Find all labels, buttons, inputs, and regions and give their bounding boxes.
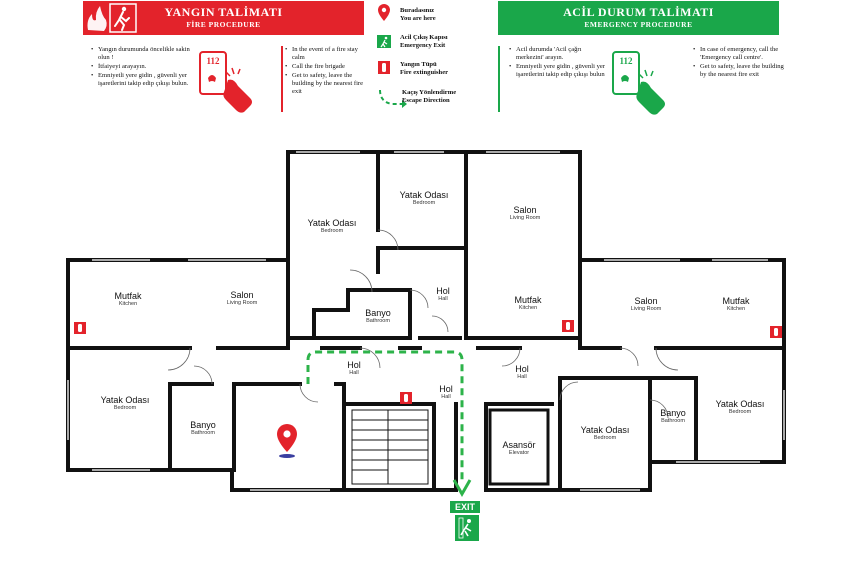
emergency-item-tr-1: Acil durumda 'Acil çağrı merkezini' aray… xyxy=(509,46,606,62)
phone-number-fire: 112 xyxy=(206,56,220,66)
emergency-item-tr-2: Emniyetli yere gidin , güvenli yer işare… xyxy=(509,63,606,79)
staircase xyxy=(351,409,429,485)
fire-divider xyxy=(281,46,283,112)
you-are-here-pin xyxy=(277,424,297,458)
fire-instructions-tr: Yangın durumunda öncelikle sakin olun ! … xyxy=(90,46,194,89)
emergency-item-en-2: Get to safety, leave the building by the… xyxy=(693,63,788,79)
escape-route xyxy=(306,350,472,498)
fire-extinguisher-icon xyxy=(74,320,782,404)
fire-item-en-2: Call the fire brigade xyxy=(285,63,372,71)
fire-title: YANGIN TALİMATI xyxy=(164,5,283,19)
emergency-instructions-en: In case of emergency, call the 'Emergenc… xyxy=(692,46,788,80)
emergency-subtitle: EMERGENCY PROCEDURE xyxy=(584,20,693,29)
phone-number-emergency: 112 xyxy=(619,56,633,66)
windows xyxy=(67,151,785,491)
fire-item-tr-1: Yangın durumunda öncelikle sakin olun ! xyxy=(91,46,194,62)
fire-instructions-en: In the event of a fire stay calm Call th… xyxy=(284,46,372,97)
emergency-procedure-banner: ACİL DURUM TALİMATI EMERGENCY PROCEDURE xyxy=(498,1,779,35)
emergency-item-en-1: In case of emergency, call the 'Emergenc… xyxy=(693,46,788,62)
fire-item-tr-3: Emniyetli yere gidin , güvenli yer işare… xyxy=(91,72,194,88)
exit-label: EXIT xyxy=(454,502,475,512)
fire-subtitle: FİRE PROCEDURE xyxy=(186,20,261,29)
fire-item-tr-2: İtfaiyeyi arayayın. xyxy=(91,63,194,71)
emergency-instructions-tr: Acil durumda 'Acil çağrı merkezini' aray… xyxy=(508,46,606,80)
emergency-divider xyxy=(498,46,500,112)
emergency-title: ACİL DURUM TALİMATI xyxy=(563,5,714,19)
exit-sign xyxy=(450,501,480,541)
fire-item-en-3: Get to safety, leave the building by the… xyxy=(285,72,372,96)
doors xyxy=(167,229,679,419)
fire-item-en-1: In the event of a fire stay calm xyxy=(285,46,372,62)
